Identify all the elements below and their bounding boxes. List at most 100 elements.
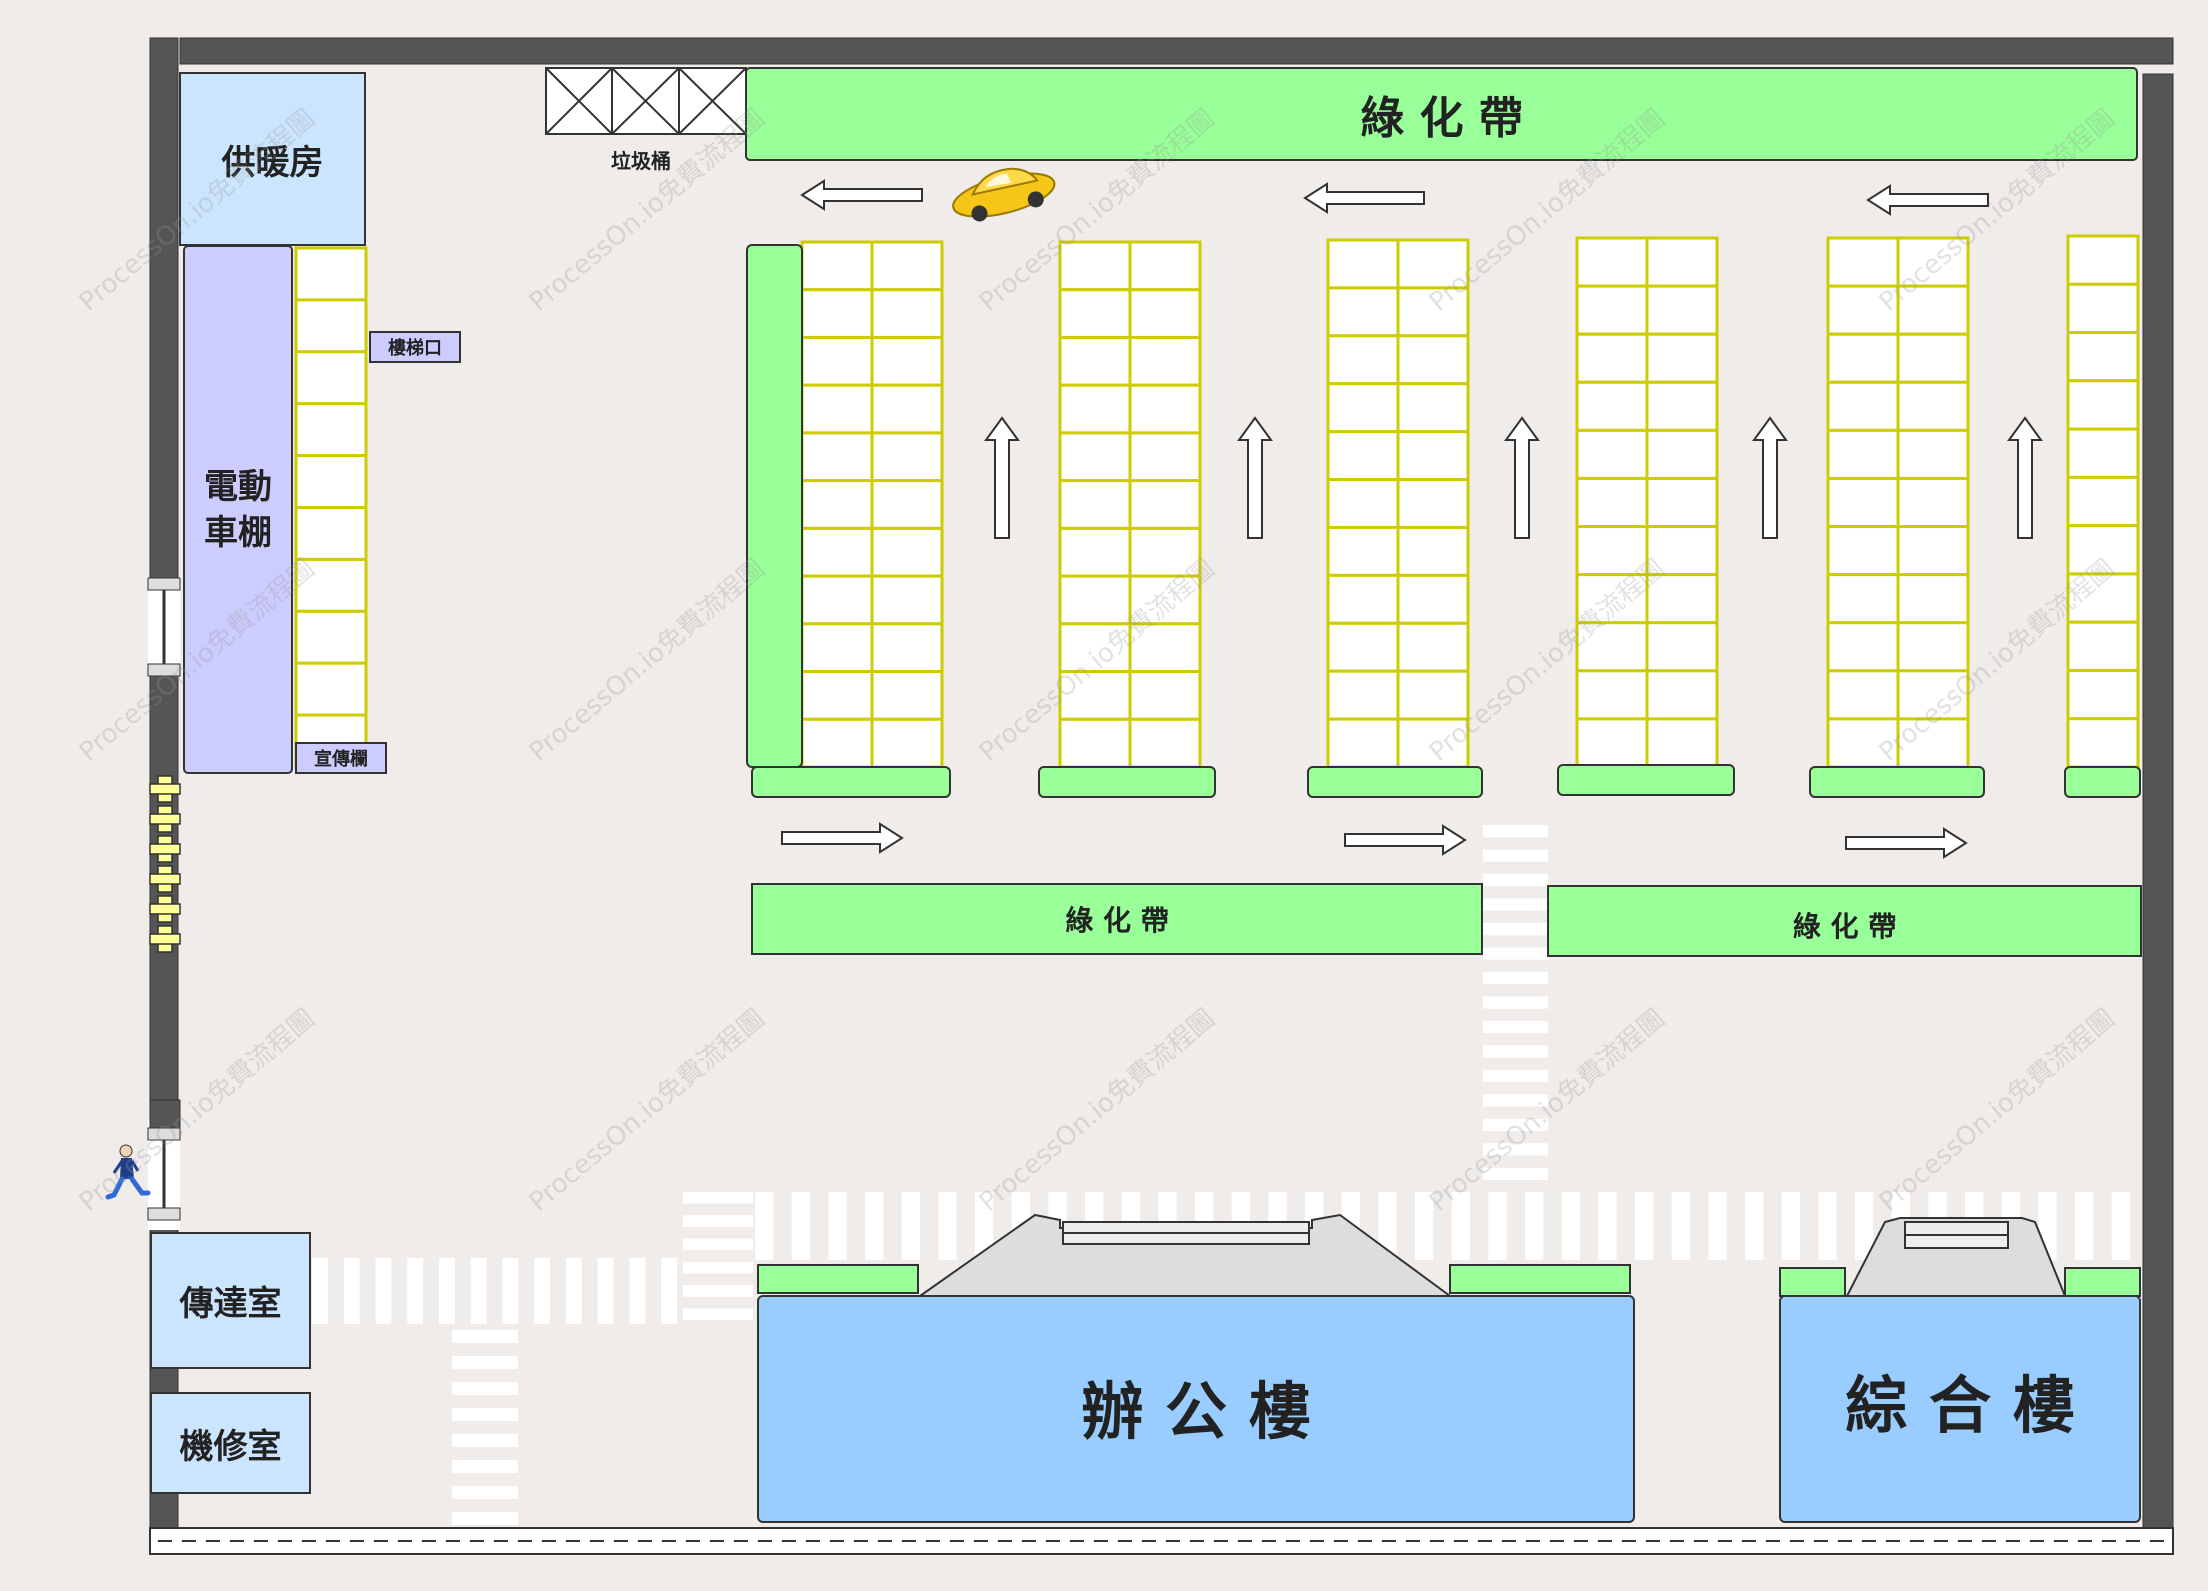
parking-space xyxy=(1826,236,1900,288)
guard-room-label: 傳達室 xyxy=(179,1284,282,1324)
parking-space xyxy=(1326,573,1400,625)
parking-space xyxy=(1128,431,1202,483)
crosswalk-stripe xyxy=(755,1192,774,1260)
crosswalk-stripe xyxy=(1415,1192,1434,1260)
office-entrance-canopy xyxy=(916,1213,1454,1297)
parking-space xyxy=(1645,284,1719,336)
crosswalk-stripe xyxy=(312,1258,328,1324)
parking-space xyxy=(1396,382,1470,434)
parking-space xyxy=(1128,240,1202,292)
right-wall xyxy=(2142,73,2174,1529)
crosswalk-stripe xyxy=(597,1258,614,1324)
crosswalk-stripe xyxy=(452,1330,518,1343)
parking-space xyxy=(1645,573,1719,625)
parking-space xyxy=(1326,621,1400,673)
parking-space xyxy=(1826,428,1900,480)
parking-space xyxy=(870,526,944,578)
parking-space xyxy=(1826,525,1900,577)
parking-space xyxy=(1896,476,1970,529)
parking-space xyxy=(870,717,944,769)
parking-space xyxy=(1058,431,1132,483)
complex-building xyxy=(1779,1295,2141,1523)
parking-space xyxy=(1326,382,1400,434)
greenbelt-middle-right xyxy=(1547,885,2142,957)
crosswalk-stripe xyxy=(828,1192,847,1260)
parking-space xyxy=(2066,331,2140,383)
parking-space xyxy=(800,240,874,292)
parking-space xyxy=(1826,380,1900,432)
complex-greenbelt-right xyxy=(2064,1267,2141,1297)
parking-space xyxy=(1645,669,1719,721)
parking-space xyxy=(800,479,874,530)
parking-space xyxy=(1826,621,1900,673)
parking-space xyxy=(800,622,874,674)
traffic-arrows xyxy=(781,179,2043,859)
direction-arrow xyxy=(1504,416,1540,539)
parking-space xyxy=(800,288,874,339)
crosswalk-stripe xyxy=(1483,971,1548,985)
trash-bins xyxy=(545,67,747,135)
office-greenbelt-left xyxy=(757,1264,919,1294)
parking-space xyxy=(294,506,368,561)
crosswalk-stripe xyxy=(1483,947,1548,960)
parking-space xyxy=(870,479,944,530)
crosswalk-stripe xyxy=(452,1486,518,1499)
crosswalk-stripe xyxy=(1745,1192,1764,1260)
crosswalk-stripe xyxy=(565,1258,582,1324)
gate-post xyxy=(147,1207,181,1221)
parking-space xyxy=(1128,574,1202,626)
crosswalk-stripe xyxy=(1483,873,1548,887)
crosswalk-stripe xyxy=(1561,1192,1580,1260)
parking-rows xyxy=(294,234,2140,769)
crosswalk-stripe xyxy=(452,1460,518,1473)
crosswalk-stripe xyxy=(1483,849,1548,862)
crosswalk-stripe xyxy=(1483,1020,1548,1034)
parking-space xyxy=(1826,332,1900,384)
parking-space xyxy=(1058,288,1132,339)
parking-space xyxy=(870,383,944,435)
crosswalk-stripe xyxy=(1635,1192,1654,1260)
parking-space xyxy=(870,288,944,339)
parking-space xyxy=(1826,573,1900,625)
parking-space xyxy=(1326,238,1400,290)
parking-space xyxy=(1896,573,1970,625)
parking-space xyxy=(1575,236,1649,288)
crosswalk-stripe xyxy=(2111,1192,2130,1260)
stairs-label-box xyxy=(369,331,461,363)
notice-board-label: 宣傳欄 xyxy=(314,749,368,770)
parking-space xyxy=(1058,383,1132,435)
parking-space xyxy=(1826,476,1900,529)
parking-space xyxy=(294,609,368,665)
parking-space xyxy=(1396,621,1470,673)
crosswalk-stripe xyxy=(683,1261,753,1274)
greenbelt-stub xyxy=(1307,766,1483,798)
crosswalk-stripe xyxy=(1483,996,1548,1009)
parking-space xyxy=(294,246,368,302)
bottom-road xyxy=(149,1527,2174,1555)
gate-post xyxy=(147,577,181,591)
greenbelt-stubs xyxy=(751,764,2141,798)
greenbelt-vertical xyxy=(746,244,803,768)
parking-space xyxy=(1575,525,1649,577)
parking-space xyxy=(2066,234,2140,286)
direction-arrow xyxy=(984,416,1020,539)
parking-space xyxy=(294,454,368,510)
parking-space xyxy=(1645,525,1719,577)
parking-space xyxy=(870,574,944,626)
parking-space xyxy=(1645,621,1719,673)
office-greenbelt-right xyxy=(1449,1264,1631,1294)
crosswalk-stripe xyxy=(683,1285,753,1297)
crosswalk-stripe xyxy=(1451,1192,1470,1260)
parking-space xyxy=(294,557,368,613)
parking-space xyxy=(1326,334,1400,386)
direction-arrow xyxy=(2007,416,2043,539)
parking-space xyxy=(1326,478,1400,529)
parking-space xyxy=(1058,670,1132,721)
parking-space xyxy=(800,717,874,769)
crosswalk-stripe xyxy=(1483,825,1548,838)
gate-post xyxy=(147,1127,181,1141)
crosswalk-stripe xyxy=(452,1382,518,1395)
stairs-label: 樓梯口 xyxy=(388,338,442,359)
direction-arrow xyxy=(1344,824,1467,856)
crosswalk-stripe xyxy=(534,1258,551,1324)
